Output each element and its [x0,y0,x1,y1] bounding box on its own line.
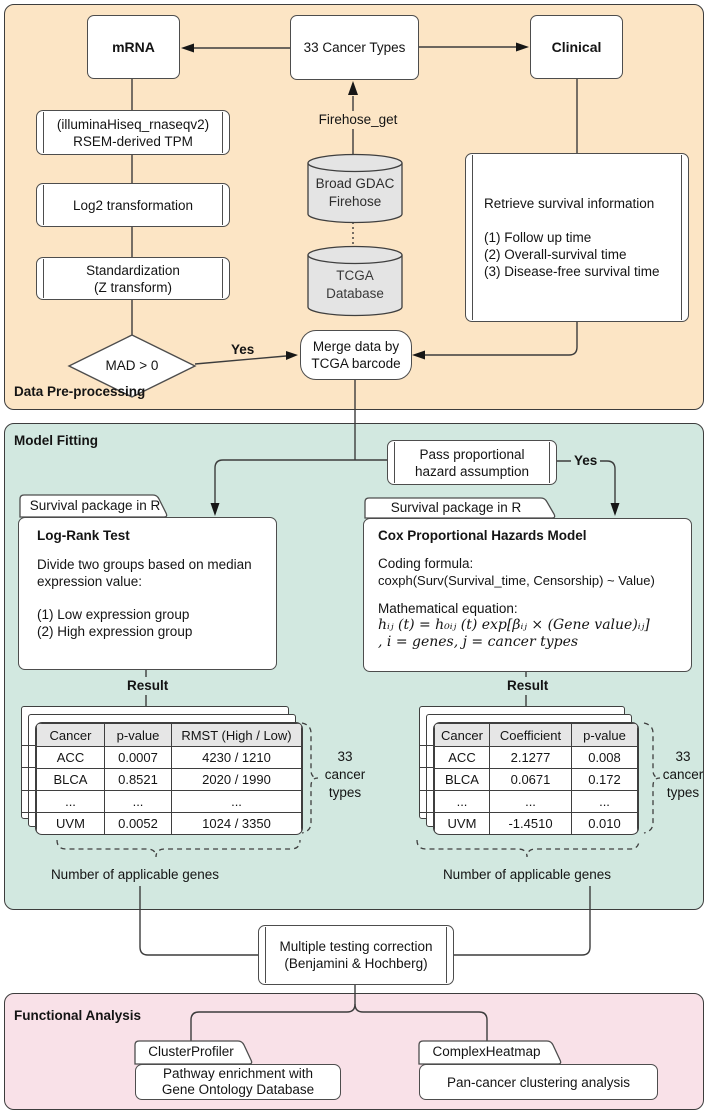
arrowheads [181,42,620,516]
pass-hazard-node: Pass proportional hazard assumption [387,440,557,485]
inner-bar [446,927,447,983]
sheet-edge [22,790,35,791]
inner-bar [43,259,44,298]
table-row: UVM -1.4510 0.010 [434,812,638,834]
inner-bar [43,112,44,153]
table-row: ACC 2.1277 0.008 [434,746,638,769]
sheet-edge [420,767,433,768]
result-left-label: Result [124,677,172,695]
logrank-result-table: Cancer p-value RMST (High / Low) ACC 0.0… [35,722,303,835]
rsem-node: (illuminaHiseq_rnaseqv2) RSEM-derived TP… [36,110,230,155]
sheet-edge [22,812,35,813]
cox-result-table: Cancer Coefficient p-value ACC 2.1277 0.… [433,722,639,835]
firehose-db-label: Broad GDAC Firehose [315,176,395,209]
inner-bar [681,155,682,320]
tcga-cylinder [307,245,403,317]
result-right-label: Result [504,677,552,695]
logrank-brace-label: 33 cancer types [324,749,366,800]
clusterprofiler-node: Pathway enrichment with Gene Ontology Da… [135,1064,341,1100]
table-row: BLCA 0.0671 0.172 [434,768,638,791]
model-fitting-section-label: Model Fitting [14,433,98,448]
inner-bar [549,442,550,483]
firehose-get-label: Firehose_get [311,111,405,129]
sheet-edge [22,767,35,768]
logrank-genes-label: Number of applicable genes [50,867,220,882]
sheet-edge [420,790,433,791]
cox-tab-label: Survival package in R [390,500,522,515]
functional-section-label: Functional Analysis [14,1008,142,1023]
logrank-node: Log-Rank Test Divide two groups based on… [18,517,277,670]
logrank-tab-shape [19,494,168,518]
complexheatmap-tab-label: ComplexHeatmap [432,1044,541,1059]
cox-node: Cox Proportional Hazards Model Coding fo… [363,518,692,672]
cox-genes-label: Number of applicable genes [442,867,612,882]
tcga-db-label: TCGA Database [326,268,384,301]
merge-node: Merge data by TCGA barcode [300,330,412,380]
sheet-edge [22,745,35,746]
cancer-types-node: 33 Cancer Types [290,15,419,80]
clusterprofiler-tab-label: ClusterProfiler [148,1044,234,1059]
inner-bar [222,259,223,298]
multiple-testing-node: Multiple testing correction (Benjamini &… [258,925,454,985]
clusterprofiler-tab-shape [134,1040,253,1065]
inner-bar [222,112,223,153]
table-row: ... ... ... [36,790,302,813]
standardization-node: Standardization (Z transform) [36,257,230,300]
inner-bar [472,155,473,320]
table-row: BLCA 0.8521 2020 / 1990 [36,768,302,791]
inner-bar [222,185,223,225]
inner-bar [265,927,266,983]
mad-decision-label: MAD > 0 [105,358,159,373]
table-row: ... ... ... [434,790,638,813]
inner-bar [43,185,44,225]
retrieve-survival-node: Retrieve survival information (1) Follow… [465,153,689,322]
table-row: UVM 0.0052 1024 / 3350 [36,812,302,834]
firehose-cylinder [307,153,403,224]
cox-brace-label: 33 cancer types [662,749,704,800]
yes-pass-label: Yes [571,452,601,470]
mad-decision-diamond [67,334,197,398]
table-row: ACC 0.0007 4230 / 1210 [36,746,302,769]
sheet-edge [420,745,433,746]
cox-tab-shape [364,497,556,519]
log2-node: Log2 transformation [36,183,230,227]
yes-mad-label: Yes [231,342,255,357]
sheet-edge [420,812,433,813]
mrna-node: mRNA [87,15,180,79]
complexheatmap-tab-shape [418,1040,562,1065]
preprocessing-section-label: Data Pre-processing [14,384,146,399]
complexheatmap-node: Pan-cancer clustering analysis [419,1064,658,1100]
logrank-tab-label: Survival package in R [29,498,161,513]
clinical-node: Clinical [530,15,623,79]
braces [56,722,661,858]
inner-bar [394,442,395,483]
